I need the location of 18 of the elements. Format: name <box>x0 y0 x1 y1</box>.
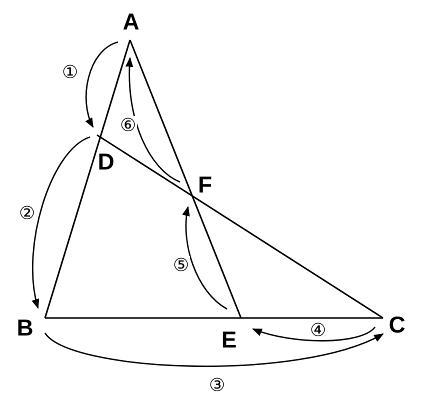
edge-label: ⑤ <box>172 256 190 274</box>
edge-label: ③ <box>208 376 226 394</box>
edge-label: ④ <box>309 321 327 339</box>
curved-arrow <box>44 332 384 367</box>
curved-arrow <box>182 206 228 310</box>
point-label: B <box>16 316 34 340</box>
curved-arrow <box>252 326 376 342</box>
point-label: F <box>198 174 212 196</box>
edge-label: ⑥ <box>119 116 137 134</box>
curved-arrow <box>32 136 90 309</box>
curved-arrow <box>85 41 118 128</box>
point-label: D <box>98 150 114 174</box>
edge-label: ① <box>61 63 79 81</box>
edge-label: ② <box>18 204 36 222</box>
point-label: A <box>122 10 140 34</box>
point-label: C <box>388 314 406 336</box>
point-label: E <box>221 328 237 352</box>
curved-arrow <box>126 57 180 183</box>
